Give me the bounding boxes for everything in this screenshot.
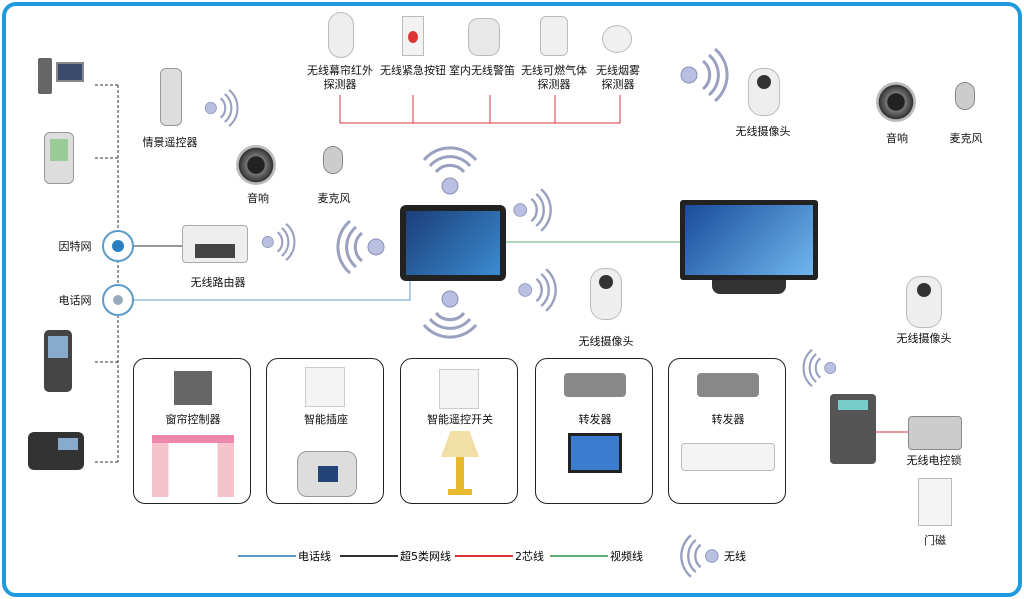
camera-label: 无线摄像头 (578, 335, 634, 348)
speaker-label: 音响 (247, 192, 269, 205)
legend-cat5-line: 超5类网线 (400, 550, 451, 563)
mic-label: 麦克风 (949, 132, 983, 145)
lamp-icon (441, 431, 479, 497)
desk-phone-icon (28, 432, 84, 470)
monitor-icon (568, 433, 622, 473)
phone-network-label: 电话网 (58, 294, 92, 307)
door-sensor-icon (918, 478, 952, 526)
box-label: 窗帘控制器 (165, 413, 221, 426)
curtain-ir-detector-icon (328, 12, 354, 58)
lock-label: 无线电控锁 (906, 454, 962, 467)
repeater-icon (697, 373, 759, 397)
sensor-label: 无线幕帘红外探测器 (307, 64, 373, 91)
door-sensor-label: 门磁 (924, 534, 946, 547)
camera-icon (748, 68, 780, 116)
mic-label: 麦克风 (317, 192, 351, 205)
camera-icon (906, 276, 942, 328)
rice-cooker-icon (297, 451, 357, 497)
camera-label: 无线摄像头 (735, 125, 791, 138)
remote-label: 情景遥控器 (142, 136, 198, 149)
speaker-label: 音响 (886, 132, 908, 145)
electric-lock-icon (908, 416, 962, 450)
pda-icon (44, 132, 74, 184)
sensor-label: 无线烟雾探测器 (596, 64, 640, 91)
curtain-controller-box: 窗帘控制器 (133, 358, 251, 504)
box-label: 转发器 (578, 413, 612, 426)
legend-two-core-line: 2芯线 (515, 550, 544, 563)
smart-control-panel[interactable] (400, 205, 506, 281)
speaker-icon (876, 82, 916, 122)
mobile-phone-icon (44, 330, 72, 392)
microphone-icon (323, 146, 343, 174)
tv-stand (712, 280, 786, 294)
repeater-box: 转发器 (535, 358, 653, 504)
gas-detector-icon (540, 16, 568, 56)
smart-socket-box: 智能插座 (266, 358, 384, 504)
switch-panel-icon (439, 369, 479, 409)
repeater-box: 转发器 (668, 358, 786, 504)
box-label: 智能遥控开关 (427, 413, 493, 426)
socket-icon (305, 367, 345, 407)
speaker-icon (236, 145, 276, 185)
legend-wireless: 无线 (724, 550, 746, 563)
curtain-icon (152, 435, 234, 497)
emergency-button-icon (402, 16, 424, 56)
box-label: 智能插座 (304, 413, 348, 426)
camera-icon (590, 268, 622, 320)
router-icon (182, 225, 248, 263)
computer-icon (38, 58, 90, 96)
tv-icon (680, 200, 818, 280)
internet-label: 因特网 (58, 240, 92, 253)
legend-video-line: 视频线 (610, 550, 643, 563)
access-keypad-icon (830, 394, 876, 464)
air-conditioner-icon (681, 443, 775, 471)
switch-panel-icon (174, 371, 212, 405)
camera-label: 无线摄像头 (896, 332, 952, 345)
sensor-label: 无线紧急按钮 (380, 64, 446, 77)
sensor-label: 无线可燃气体探测器 (521, 64, 587, 91)
smart-remote-switch-box: 智能遥控开关 (400, 358, 518, 504)
microphone-icon (955, 82, 975, 110)
router-label: 无线路由器 (190, 276, 246, 289)
sensor-label: 室内无线警笛 (449, 64, 515, 77)
repeater-icon (564, 373, 626, 397)
legend-phone-line: 电话线 (298, 550, 331, 563)
siren-icon (468, 18, 500, 56)
box-label: 转发器 (711, 413, 745, 426)
remote-control-icon (160, 68, 182, 126)
smoke-detector-icon (602, 25, 632, 53)
